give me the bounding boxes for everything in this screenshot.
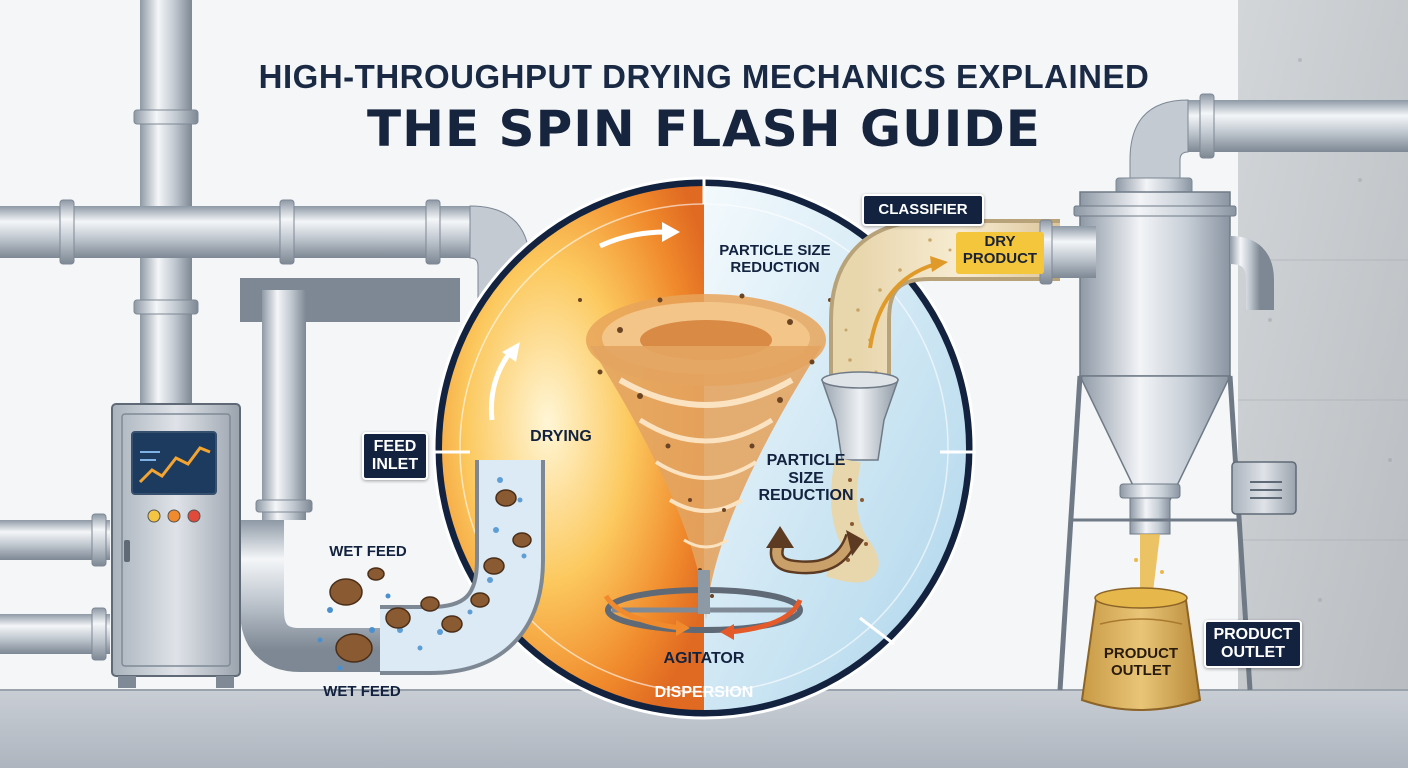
dry-product-line1: DRY (984, 233, 1016, 250)
feed-inlet-tag: FEED INLET (362, 432, 428, 480)
particle-size-top-line1: PARTICLE SIZE (719, 242, 831, 259)
particle-size-top-line2: REDUCTION (730, 258, 820, 276)
product-outlet-tag: PRODUCT OUTLET (1204, 620, 1302, 668)
product-outlet-bag-line1: PRODUCT (1103, 645, 1179, 662)
product-outlet-tag-line1: PRODUCT (1213, 626, 1293, 643)
main-title-line1: HIGH-THROUGHPUT DRYING MECHANICS EXPLAIN… (258, 58, 1150, 95)
drying-label: DRYING (530, 428, 592, 445)
product-outlet-bag-label: PRODUCT OUTLET (1096, 645, 1186, 679)
particle-size-mid-line3: REDUCTION (758, 487, 854, 505)
classifier-tag: CLASSIFIER (862, 194, 984, 226)
product-outlet-tag-line2: OUTLET (1221, 643, 1285, 661)
feed-inlet-line1: FEED (373, 438, 417, 455)
feed-inlet-line2: INLET (371, 455, 419, 473)
product-outlet-bag-line2: OUTLET (1111, 661, 1171, 679)
wet-feed-upper-label: WET FEED (329, 543, 407, 560)
dispersion-label: DISPERSION (654, 684, 754, 701)
dry-product-tag: DRY PRODUCT (956, 232, 1044, 274)
wet-feed-lower-label: WET FEED (323, 683, 401, 700)
particle-size-top-label: PARTICLE SIZE REDUCTION (710, 242, 840, 276)
particle-size-mid-line1: PARTICLE (766, 452, 846, 469)
particle-size-mid-line2: SIZE (788, 469, 824, 487)
agitator-label: AGITATOR (663, 650, 745, 667)
particle-size-mid-label: PARTICLE SIZE REDUCTION (758, 452, 854, 505)
dry-product-line2: PRODUCT (962, 249, 1038, 267)
main-title-line2: THE SPIN FLASH GUIDE (367, 100, 1041, 158)
